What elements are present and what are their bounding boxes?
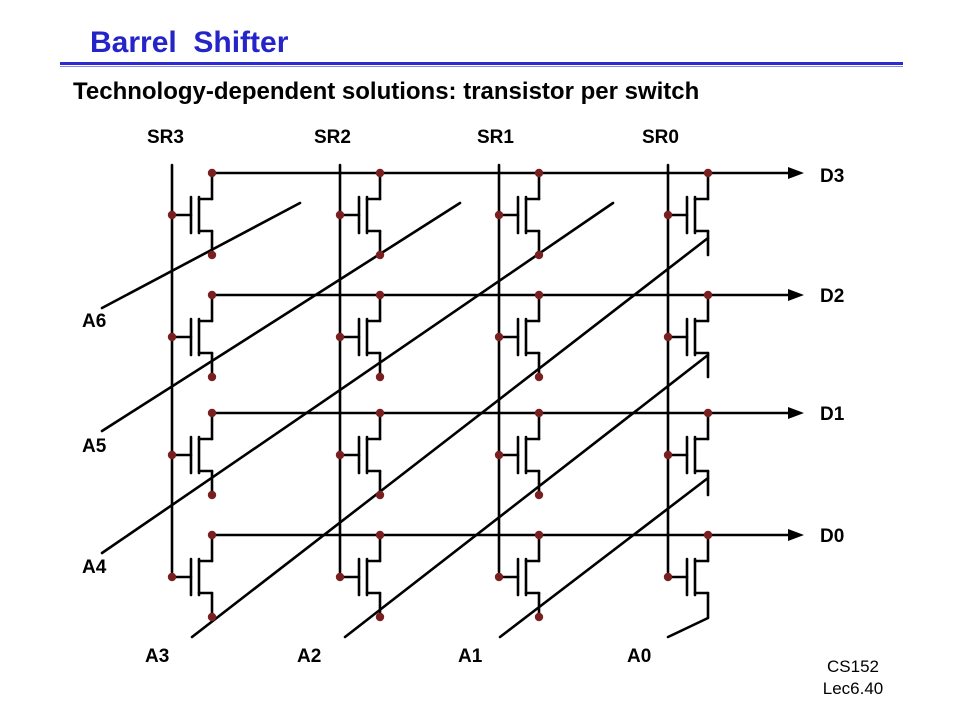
source-dot-r3-c1	[375, 612, 385, 622]
input-diagonal-1	[100, 201, 462, 433]
output-label-d3: D3	[820, 166, 844, 187]
gate-dot-r0-c3	[663, 210, 673, 220]
gate-dot-r0-c1	[335, 210, 345, 220]
source-dot-r2-c1	[375, 490, 385, 500]
transistor-r3-c0	[170, 533, 214, 619]
transistor-r0-c2	[497, 171, 541, 257]
gate-dot-r3-c0	[167, 572, 177, 582]
input-diagonal-6	[666, 616, 710, 639]
input-label-a4: A4	[82, 557, 107, 578]
slide-subtitle: Technology-dependent solutions: transist…	[73, 78, 700, 105]
input-diagonal-4	[343, 353, 710, 639]
source-dot-r3-c0	[207, 612, 217, 622]
gate-dot-r2-c1	[335, 450, 345, 460]
transistor-r3-c2	[497, 533, 541, 619]
drain-dot-r1-c3	[703, 290, 713, 300]
source-dot-r0-c1	[375, 250, 385, 260]
transistor-r2-c1	[338, 411, 382, 497]
gate-dot-r3-c2	[494, 572, 504, 582]
gate-dot-r1-c0	[167, 332, 177, 342]
source-dot-r1-c0	[207, 372, 217, 382]
transistor-r0-c0	[170, 171, 214, 257]
source-dot-r2-c2	[534, 490, 544, 500]
gate-dot-r0-c0	[167, 210, 177, 220]
source-dot-r2-c0	[207, 490, 217, 500]
output-arrow-2	[788, 407, 804, 419]
drain-dot-r0-c3	[703, 168, 713, 178]
transistors-layer	[170, 171, 710, 619]
gate-dot-r2-c3	[663, 450, 673, 460]
drain-dot-r2-c1	[375, 408, 385, 418]
course-code: CS152	[827, 657, 879, 676]
gate-dot-r3-c3	[663, 572, 673, 582]
input-label-a0: A0	[627, 646, 651, 667]
transistor-r1-c3	[666, 293, 710, 379]
gate-dot-r1-c1	[335, 332, 345, 342]
drain-dot-r3-c0	[207, 530, 217, 540]
input-diagonal-3	[190, 236, 710, 639]
title-underline	[60, 62, 903, 65]
gate-dot-r2-c0	[167, 450, 177, 460]
drain-dot-r2-c0	[207, 408, 217, 418]
drain-dot-r1-c1	[375, 290, 385, 300]
gate-dot-r2-c2	[494, 450, 504, 460]
input-diagonal-0	[100, 201, 302, 310]
drain-dot-r1-c2	[534, 290, 544, 300]
lecture-number: Lec6.40	[822, 679, 884, 698]
output-arrow-1	[788, 289, 804, 301]
shift-label-sr3: SR3	[147, 127, 184, 148]
transistor-r3-c1	[338, 533, 382, 619]
wires-layer	[100, 163, 804, 639]
drain-dot-r2-c2	[534, 408, 544, 418]
gate-dot-r3-c1	[335, 572, 345, 582]
gate-dot-r1-c2	[494, 332, 504, 342]
shift-label-sr0: SR0	[642, 127, 679, 148]
source-dot-r0-c0	[207, 250, 217, 260]
gate-dot-r1-c3	[663, 332, 673, 342]
transistor-r0-c1	[338, 171, 382, 257]
input-label-a2: A2	[297, 646, 321, 667]
connection-dots-layer	[167, 168, 713, 622]
input-label-a3: A3	[145, 646, 169, 667]
input-diagonal-5	[498, 476, 710, 639]
drain-dot-r0-c2	[534, 168, 544, 178]
transistor-r2-c2	[497, 411, 541, 497]
transistor-r0-c3	[666, 171, 710, 257]
output-arrow-3	[788, 529, 804, 541]
gate-dot-r0-c2	[494, 210, 504, 220]
source-dot-r3-c2	[534, 612, 544, 622]
drain-dot-r3-c3	[703, 530, 713, 540]
drain-dot-r3-c1	[375, 530, 385, 540]
drain-dot-r0-c0	[207, 168, 217, 178]
drain-dot-r0-c1	[375, 168, 385, 178]
output-label-d2: D2	[820, 286, 844, 307]
transistor-r1-c1	[338, 293, 382, 379]
output-label-d0: D0	[820, 526, 844, 547]
input-label-a1: A1	[458, 646, 483, 667]
output-label-d1: D1	[820, 404, 845, 425]
input-label-a5: A5	[82, 436, 107, 457]
input-label-a6: A6	[82, 311, 106, 332]
drain-dot-r3-c2	[534, 530, 544, 540]
source-dot-r1-c1	[375, 372, 385, 382]
shift-label-sr1: SR1	[477, 127, 514, 148]
source-dot-r1-c2	[534, 372, 544, 382]
title-underline-shadow	[60, 66, 903, 67]
output-arrow-0	[788, 167, 804, 179]
transistor-r1-c2	[497, 293, 541, 379]
shift-label-sr2: SR2	[314, 127, 351, 148]
slide-footer: CS152 Lec6.40	[808, 656, 898, 700]
transistor-r3-c3	[666, 533, 710, 619]
labels-layer: SR3 SR2 SR1 SR0 D3 D2 D1 D0 A6 A5 A4 A3 …	[82, 127, 845, 667]
source-dot-r0-c2	[534, 250, 544, 260]
transistor-r2-c3	[666, 411, 710, 497]
drain-dot-r1-c0	[207, 290, 217, 300]
input-diagonal-2	[100, 201, 615, 555]
drain-dot-r2-c3	[703, 408, 713, 418]
slide-title: Barrel Shifter	[90, 26, 289, 59]
